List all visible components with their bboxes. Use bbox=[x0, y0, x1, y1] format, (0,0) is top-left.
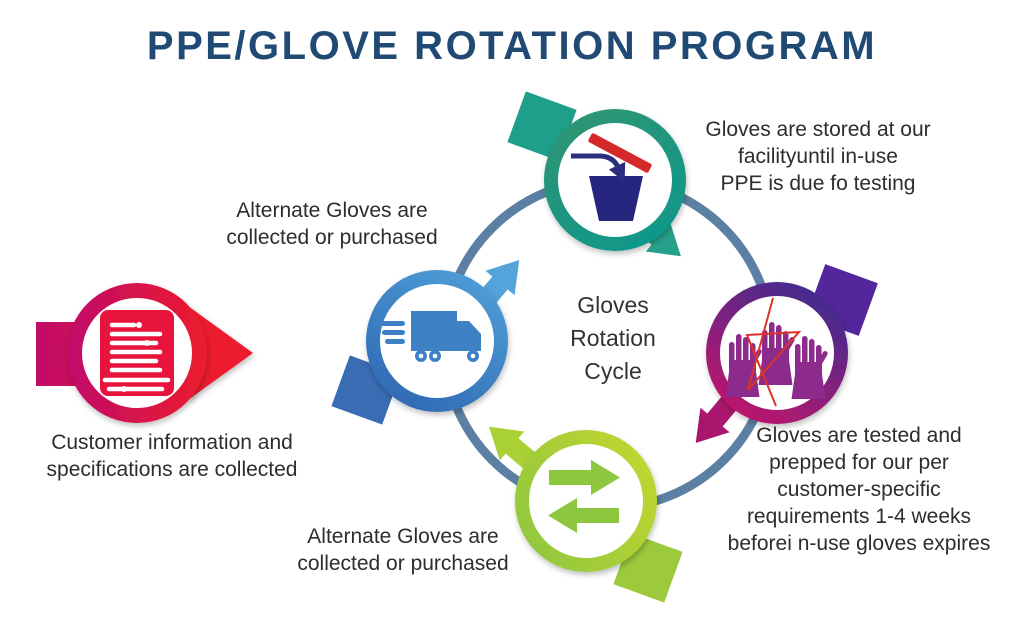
center-cycle-label: Gloves Rotation Cycle bbox=[570, 292, 656, 384]
swap-node bbox=[489, 426, 683, 603]
alternate-gloves-bottom-label: Alternate Gloves are collected or purcha… bbox=[297, 525, 509, 575]
storage-label: Gloves are stored at our facilityuntil i… bbox=[705, 118, 931, 195]
customer-info-label: Customer information and specifications … bbox=[46, 431, 298, 481]
testing-label: Gloves are tested and prepped for our pe… bbox=[727, 424, 991, 555]
protective-gloves-icon bbox=[725, 297, 829, 407]
alternate-gloves-top-label: Alternate Gloves are collected or purcha… bbox=[226, 199, 438, 249]
delivery-truck-icon bbox=[379, 311, 481, 362]
storage-node bbox=[507, 91, 686, 257]
trash-bin-icon bbox=[571, 133, 652, 221]
glove-testing-node bbox=[695, 264, 878, 443]
delivery-truck-node bbox=[331, 260, 520, 425]
page-title: PPE/GLOVE ROTATION PROGRAM bbox=[146, 24, 878, 68]
document-list-icon bbox=[100, 310, 174, 396]
swap-arrows-icon bbox=[548, 460, 620, 533]
customer-info-node bbox=[36, 283, 253, 423]
